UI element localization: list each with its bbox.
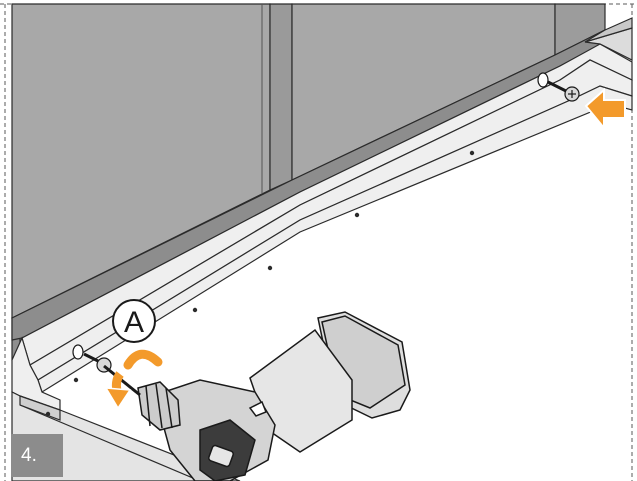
cabinet-back-panel bbox=[11, 3, 606, 319]
right-corner-frame bbox=[584, 17, 633, 61]
screw-icon bbox=[537, 72, 580, 102]
drill-icon bbox=[103, 311, 411, 481]
insert-arrow-icon bbox=[584, 87, 626, 131]
callout-a: A bbox=[112, 299, 156, 343]
rotation-arrow-icon bbox=[104, 349, 163, 410]
callout-letter: A bbox=[124, 306, 144, 339]
step-number-badge: 4. bbox=[11, 434, 63, 477]
step-number: 4. bbox=[21, 444, 37, 466]
